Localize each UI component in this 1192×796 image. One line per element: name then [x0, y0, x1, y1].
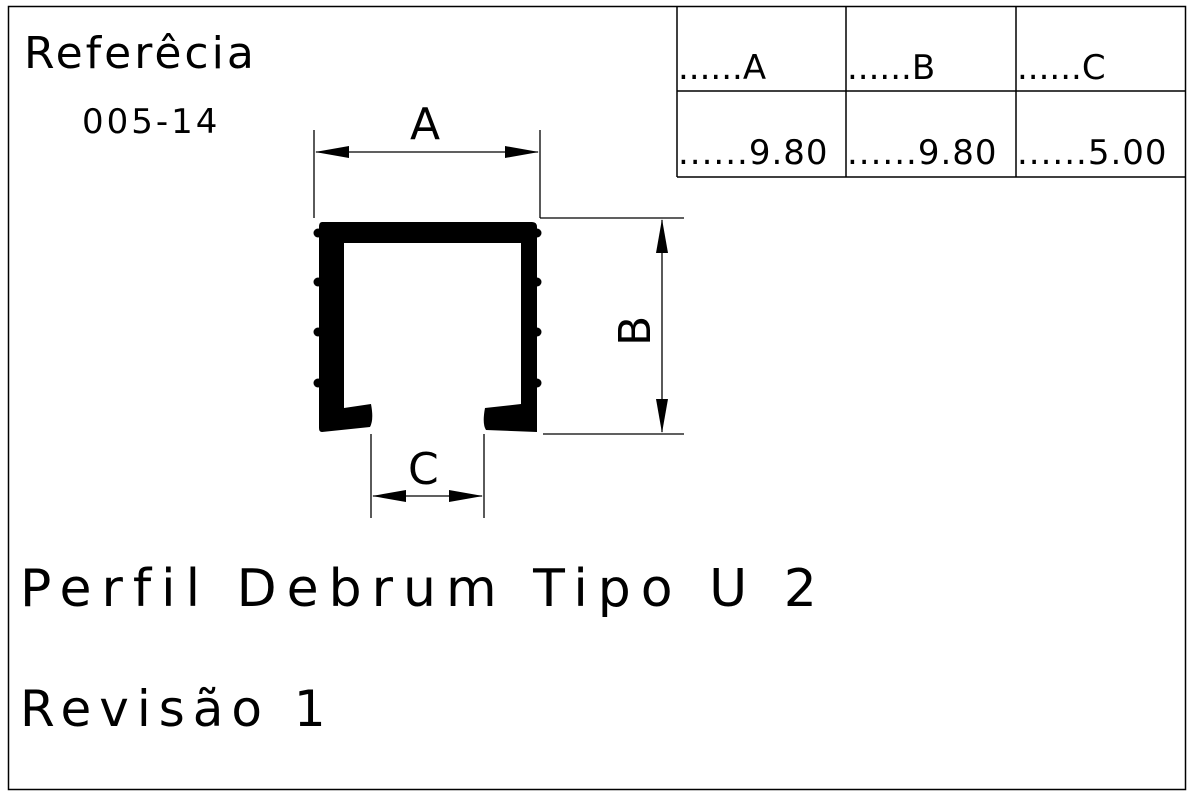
dimension-b-label: B	[610, 316, 661, 346]
dimension-b-line	[543, 220, 684, 435]
dimension-b-arrows	[656, 219, 668, 433]
revision-label: Revisão 1	[20, 680, 334, 738]
dimension-c-label: C	[408, 444, 439, 495]
dimension-c-arrows	[372, 490, 483, 502]
dimension-a-arrows	[315, 146, 539, 158]
dimension-a-label: A	[410, 99, 440, 150]
table-value-c: ......5.00	[1017, 133, 1168, 173]
table-value-b: ......9.80	[847, 133, 998, 173]
table-header-b: ......B	[847, 48, 935, 88]
reference-code: 005-14	[82, 102, 220, 142]
table-value-a: ......9.80	[678, 133, 829, 173]
sheet-border	[7, 5, 1187, 791]
dimension-table	[676, 6, 1185, 178]
u-profile-shape	[313, 222, 542, 432]
table-header-a: ......A	[678, 48, 766, 88]
profile-title: Perfil Debrum Tipo U 2	[20, 559, 827, 619]
dimension-a-line	[313, 130, 684, 219]
reference-label: Referêcia	[24, 28, 257, 79]
table-header-c: ......C	[1017, 48, 1106, 88]
